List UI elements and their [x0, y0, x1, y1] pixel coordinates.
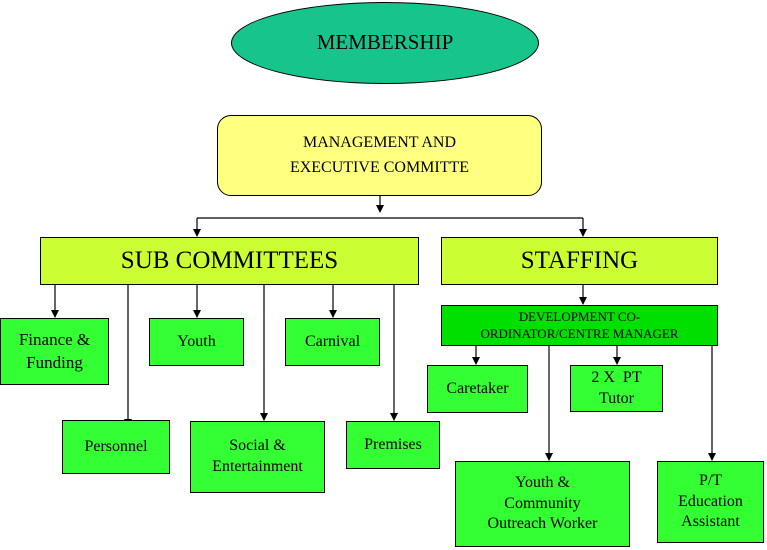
pt-tutor-node: 2 X PT Tutor	[570, 365, 663, 412]
personnel-label: Personnel	[84, 437, 148, 455]
finance-label-line2: Funding	[26, 352, 83, 372]
education-assistant-node: P/T Education Assistant	[657, 461, 764, 543]
personnel-node: Personnel	[62, 420, 170, 474]
carnival-node: Carnival	[285, 318, 380, 366]
tutor-label-line2: Tutor	[599, 389, 634, 407]
social-entertainment-node: Social & Entertainment	[190, 421, 325, 493]
outreach-label-line1: Youth &	[515, 473, 570, 491]
sub-committees-node: SUB COMMITTEES	[40, 237, 419, 285]
finance-funding-node: Finance & Funding	[0, 318, 109, 385]
education-label-line1: P/T	[698, 471, 723, 489]
outreach-label-line3: Outreach Worker	[487, 515, 598, 533]
education-label-line3: Assistant	[681, 513, 740, 531]
membership-label: MEMBERSHIP	[316, 30, 454, 55]
social-label-line2: Entertainment	[212, 458, 303, 475]
development-label-line1: DEVELOPMENT CO-	[518, 309, 641, 325]
management-committee-node: MANAGEMENT AND EXECUTIVE COMMITTE	[217, 115, 542, 196]
management-label-line1: MANAGEMENT AND	[302, 133, 457, 151]
staffing-node: STAFFING	[441, 237, 718, 285]
sub-committees-label: SUB COMMITTEES	[120, 246, 339, 274]
caretaker-label: Caretaker	[446, 379, 509, 397]
membership-node: MEMBERSHIP	[231, 2, 539, 84]
premises-node: Premises	[346, 421, 440, 469]
premises-label: Premises	[364, 435, 422, 453]
development-label-line2: ORDINATOR/CENTRE MANAGER	[480, 325, 679, 341]
social-label-line1: Social &	[229, 437, 286, 455]
management-label-line2: EXECUTIVE COMMITTE	[289, 158, 470, 176]
development-coordinator-node: DEVELOPMENT CO- ORDINATOR/CENTRE MANAGER	[441, 305, 718, 346]
outreach-worker-node: Youth & Community Outreach Worker	[455, 461, 630, 547]
staffing-label: STAFFING	[520, 246, 639, 274]
education-label-line2: Education	[678, 492, 743, 510]
carnival-label: Carnival	[304, 332, 361, 350]
caretaker-node: Caretaker	[427, 365, 528, 413]
youth-node: Youth	[149, 318, 244, 366]
outreach-label-line2: Community	[504, 494, 581, 512]
youth-label: Youth	[177, 332, 216, 350]
finance-label-line1: Finance &	[18, 330, 91, 350]
tutor-label-line1: 2 X PT	[591, 368, 642, 386]
